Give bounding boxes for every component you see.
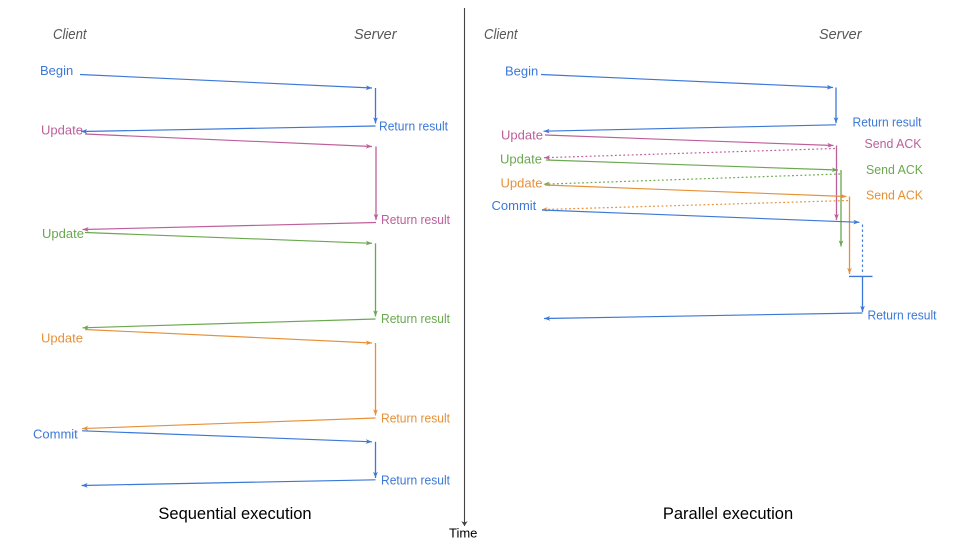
- svg-text:Send ACK: Send ACK: [866, 188, 923, 203]
- svg-text:Update: Update: [501, 176, 543, 191]
- svg-text:Return result: Return result: [381, 473, 450, 488]
- svg-text:Time: Time: [449, 526, 477, 540]
- svg-text:Client: Client: [484, 26, 518, 43]
- svg-text:Parallel execution: Parallel execution: [663, 505, 793, 523]
- svg-text:Update: Update: [41, 123, 83, 138]
- svg-text:Update: Update: [501, 128, 543, 143]
- svg-text:Server: Server: [354, 26, 397, 43]
- svg-text:Return result: Return result: [381, 411, 450, 426]
- svg-text:Send ACK: Send ACK: [865, 136, 922, 151]
- svg-text:Server: Server: [819, 26, 862, 43]
- svg-text:Return result: Return result: [381, 212, 450, 227]
- svg-text:Return result: Return result: [868, 308, 937, 323]
- svg-text:Begin: Begin: [40, 63, 73, 78]
- svg-text:Commit: Commit: [492, 198, 537, 213]
- svg-text:Update: Update: [500, 152, 542, 167]
- svg-text:Update: Update: [41, 331, 83, 346]
- svg-text:Sequential execution: Sequential execution: [158, 505, 311, 523]
- svg-text:Return result: Return result: [381, 311, 450, 326]
- svg-text:Send ACK: Send ACK: [866, 162, 923, 177]
- svg-text:Begin: Begin: [505, 64, 538, 79]
- svg-text:Return result: Return result: [379, 119, 448, 134]
- svg-text:Update: Update: [42, 226, 84, 241]
- svg-text:Commit: Commit: [33, 427, 78, 442]
- svg-text:Client: Client: [53, 26, 87, 43]
- svg-text:Return result: Return result: [853, 114, 922, 129]
